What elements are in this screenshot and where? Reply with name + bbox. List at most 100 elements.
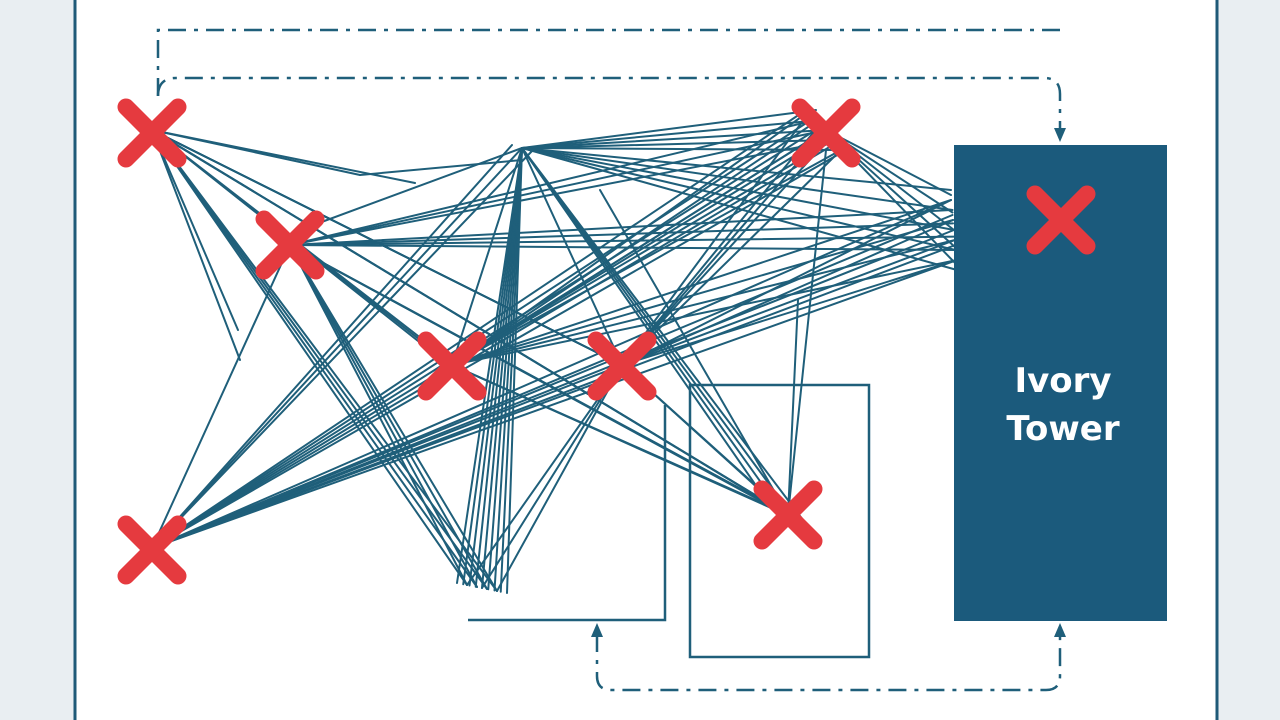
network-line-hub-apex-7 — [499, 147, 523, 593]
cross-center-right — [587, 331, 657, 401]
network-line-b-c — [151, 244, 291, 549]
network-line-hub-apex-8 — [506, 147, 523, 594]
network-line-d-h-2 — [451, 364, 799, 521]
network-line-c-e-1 — [151, 364, 623, 549]
network-line-e-g-2 — [621, 135, 832, 366]
cross-upper-left — [255, 210, 325, 280]
network-line-hub-misc-0 — [299, 147, 523, 231]
network-line-b-h-3 — [289, 244, 799, 522]
network-line-a-misc-2 — [151, 129, 241, 361]
arrowhead-up-left-box — [591, 623, 603, 637]
network-line-hub-g-4 — [521, 147, 837, 151]
cross-top-right-stroke-2 — [791, 98, 861, 168]
network-line-c-hub-2 — [151, 150, 533, 549]
network-line-e-tower-0 — [621, 199, 952, 366]
network-line-a-hub — [359, 159, 523, 176]
ivory-tower-label-line1: Ivory — [1014, 361, 1111, 401]
network-line-c-g-0 — [151, 109, 807, 549]
network-line-hub-tower-0 — [521, 147, 952, 191]
cross-in-tower-stroke-2 — [1026, 185, 1096, 255]
network-line-d-tower-0 — [451, 199, 952, 366]
network-line-hub-tower-2 — [521, 147, 955, 231]
ivory-tower-label-line2: Tower — [1006, 409, 1120, 449]
network-line-c-g-1 — [151, 117, 815, 549]
network-line-g-e — [621, 129, 827, 366]
arrowhead-into-tower-bottom — [1054, 623, 1066, 637]
network-line-b-tower-0 — [289, 209, 952, 246]
network-line-d-g-3 — [451, 139, 835, 366]
network-line-c-e-2 — [151, 369, 633, 549]
network-line-b-apex-2 — [289, 244, 488, 590]
network-line-hub-g-2 — [521, 129, 827, 149]
network-line-e-apex-2 — [496, 364, 623, 592]
cross-lower-right — [753, 480, 823, 550]
network-line-a-h-3 — [151, 129, 799, 522]
right-margin — [1217, 0, 1280, 720]
network-line-e-g-0 — [621, 109, 812, 366]
network-line-e-g-3 — [621, 149, 842, 366]
network-line-h-misc-1 — [787, 149, 827, 516]
network-line-hub-apex-0 — [456, 147, 523, 584]
network-line-d-g-0 — [451, 109, 812, 366]
network-line-hub-misc-2 — [521, 147, 623, 366]
open-box-outline — [468, 405, 667, 622]
network-line-g-tower-0 — [825, 129, 952, 196]
top-dashed-loop-inner — [156, 76, 1062, 130]
cross-bottom-left — [117, 515, 187, 585]
network-line-c-hub-1 — [151, 147, 523, 549]
cross-upper-left-stroke-2 — [255, 210, 325, 280]
network-line-c-tower-4 — [151, 259, 958, 549]
left-margin — [0, 0, 75, 720]
cross-bottom-left-stroke-2 — [117, 515, 187, 585]
network-line-d-g-1 — [451, 119, 820, 366]
network-line-d-tower-2 — [451, 239, 956, 366]
network-line-d-tower-3 — [451, 259, 958, 366]
network-line-b-apex-3 — [289, 244, 498, 592]
network-line-d-tower-1 — [451, 219, 954, 366]
network-line-a-e-2 — [151, 129, 633, 371]
bottom-dashed-loop — [595, 632, 1062, 692]
network-line-e-tower-2 — [621, 239, 956, 366]
network-line-c-hub-0 — [151, 144, 513, 549]
network-line-e-apex-1 — [481, 364, 623, 589]
arrowhead-into-tower-top — [1054, 128, 1066, 142]
network-line-e-apex-0 — [466, 364, 623, 586]
cross-center-right-stroke-2 — [587, 331, 657, 401]
cross-center-left-stroke-2 — [417, 331, 487, 401]
cross-top-right — [791, 98, 861, 168]
cross-lower-right-stroke-2 — [753, 480, 823, 550]
network-line-hub-apex-3 — [474, 147, 523, 588]
right-box-outline — [688, 383, 871, 659]
network-line-hub-apex-5 — [487, 147, 523, 591]
tangled-network — [151, 109, 958, 594]
network-line-e-tower-1 — [621, 219, 954, 366]
network-line-hub-apex-2 — [468, 147, 523, 587]
network-line-hub-apex-6 — [493, 147, 523, 592]
network-line-a-apex-0 — [151, 129, 468, 586]
network-line-a-misc-3 — [151, 129, 239, 331]
network-line-hub-g-1 — [521, 119, 822, 149]
dashed-connectors — [156, 28, 1062, 692]
cross-top-left — [117, 98, 187, 168]
red-crosses — [117, 98, 1096, 585]
network-line-hub-misc-1 — [451, 147, 523, 366]
network-line-e-tower-3 — [621, 259, 958, 366]
cross-center-left — [417, 331, 487, 401]
network-line-e-g-1 — [621, 122, 822, 366]
network-line-hub-apex-1 — [462, 147, 523, 586]
cross-top-left-stroke-2 — [117, 98, 187, 168]
network-line-c-tower-0 — [151, 199, 952, 549]
cross-in-tower — [1026, 185, 1096, 255]
network-line-h-misc-2 — [599, 189, 789, 516]
network-line-hub-apex-4 — [481, 147, 523, 589]
network-line-b-g-0 — [289, 119, 817, 246]
network-line-a-apex-1 — [151, 129, 478, 588]
network-line-g-d — [451, 129, 827, 366]
network-line-hub-g-0 — [521, 109, 817, 149]
network-line-c-e-0 — [151, 359, 613, 549]
network-line-b-tower-3 — [289, 244, 958, 251]
network-line-c-g-2 — [151, 125, 823, 549]
network-line-hub-tower-1 — [521, 147, 954, 211]
network-line-d-g-4 — [451, 149, 842, 366]
